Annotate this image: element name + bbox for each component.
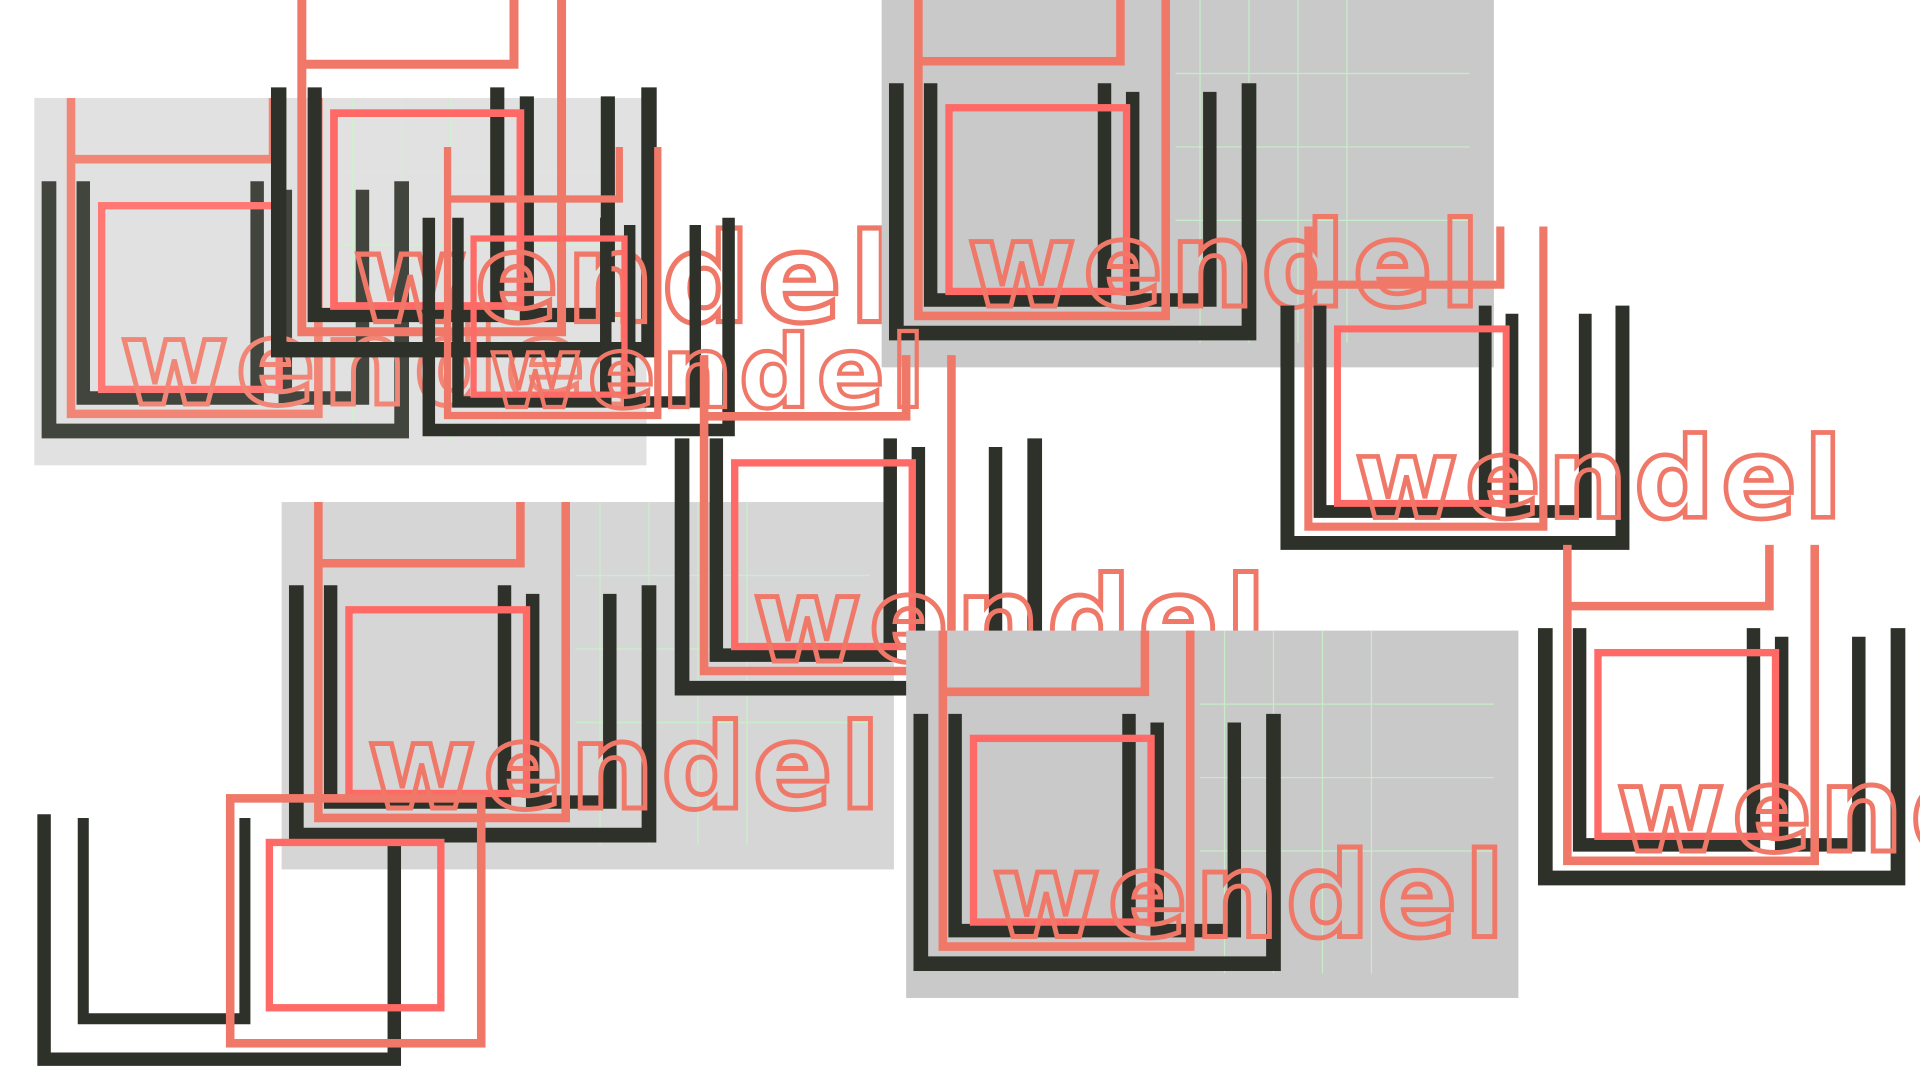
black-u-shape [1280,305,1630,550]
black-u-inner [948,713,1136,938]
black-u-shape [288,585,657,843]
black-u-shape [674,438,1043,696]
black-bar-pair [525,593,617,809]
coral-frame [918,0,1125,66]
wendel-logo-5: wendel [1280,226,1849,550]
coral-frame [1567,544,1774,611]
black-u-shape [422,217,735,437]
black-u-shape [270,87,657,358]
coral-u-shape [699,355,956,676]
coral-frame [301,0,519,69]
coral-u-shape [1304,226,1548,531]
coral-u-shape [1563,544,1819,866]
coral-square [225,794,486,1048]
black-u-shape [888,83,1257,341]
wendel-wordmark: wendel [367,699,887,836]
wendel-wordmark: wendel [1355,414,1849,544]
coral-u-shape [938,630,1195,951]
black-u-inner [452,217,612,408]
coral-u-shape [314,502,571,823]
coral-inner-rect [345,606,531,798]
coral-frame [1308,226,1505,289]
coral-square-inner [265,838,445,1012]
coral-u-shape [443,146,662,420]
black-bar-pair [1505,313,1592,518]
coral-frame [318,502,525,568]
black-bar-pair [1125,91,1217,307]
grid-texture [1200,630,1494,974]
black-bar-pair [519,96,615,323]
coral-frame [704,355,911,421]
coral-frame [942,630,1150,697]
black-bar-pair [1150,722,1242,938]
wendel-wordmark: wendel [967,197,1487,334]
coral-inner-rect [945,104,1131,296]
coral-u-shape [914,0,1171,321]
black-bar-pair [1774,636,1866,852]
black-u-inner [76,181,264,405]
black-u-shape [1537,628,1906,886]
wendel-wordmark: wendel [992,828,1512,965]
lone-black-u-inner [77,817,251,1025]
lone-black-u-shape [37,814,402,1066]
black-u-inner [1572,628,1761,852]
black-u-shape [913,713,1281,972]
coral-frame [447,146,623,203]
black-u-inner [923,83,1112,307]
wendel-logo-3: wendel [881,0,1494,368]
wendel-logo-8: wendel [906,630,1519,998]
coral-inner-rect [470,235,628,398]
coral-inner-rect [1333,325,1510,507]
coral-inner-rect [1594,648,1780,841]
black-u-inner [1313,305,1492,518]
black-bar-pair [623,225,701,408]
coral-inner-rect [731,459,916,651]
black-u-inner [709,438,897,662]
tagline: clubcafé für gegenwärtige musik [1313,1012,1535,1028]
wendel-wordmark: wendel [1616,742,1920,879]
coral-inner-rect [969,734,1155,926]
wendel-logo-9: wendel [1537,544,1920,886]
